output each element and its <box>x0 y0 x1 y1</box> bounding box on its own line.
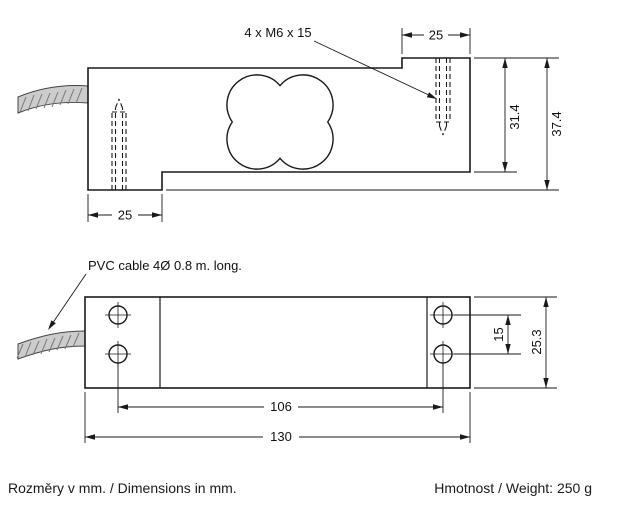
thread-hole-left <box>111 98 127 190</box>
flexure-cutout <box>226 74 334 170</box>
mount-hole-bottom-left <box>105 341 131 367</box>
mount-hole-top-left <box>105 302 131 328</box>
dim-foot-width: 25 <box>87 194 163 223</box>
cable-side <box>17 85 89 114</box>
dim-height-inner-value: 31.4 <box>507 104 522 129</box>
plan-outline <box>84 296 471 389</box>
dim-hole-pitch-value: 106 <box>270 399 292 414</box>
dim-hole-row-spacing-value: 15 <box>491 327 506 341</box>
cable-plan <box>16 330 86 360</box>
thread-callout: 4 x M6 x 15 <box>244 25 437 99</box>
dim-overall-length-value: 130 <box>270 429 292 444</box>
cable-side-hatch <box>19 87 83 113</box>
dim-height-overall-value: 37.4 <box>549 111 564 136</box>
dim-overall-length: 130 <box>84 392 471 444</box>
mount-hole-top-right <box>430 302 456 328</box>
cable-plan-hatch <box>16 332 80 359</box>
dim-body-width-value: 25.3 <box>529 329 544 354</box>
dim-height-overall: 37.4 <box>166 58 564 191</box>
cable-side-body <box>17 85 89 114</box>
dimensions-note: Rozměry v mm. / Dimensions in mm. <box>8 480 237 496</box>
plan-view: PVC cable 4Ø 0.8 m. long. 15 25.3 <box>16 258 557 444</box>
dim-block-width-value: 25 <box>429 28 443 43</box>
cable-leader-arrowhead <box>48 320 56 330</box>
cable-callout-label: PVC cable 4Ø 0.8 m. long. <box>88 258 242 273</box>
footer: Rozměry v mm. / Dimensions in mm. Hmotno… <box>0 480 620 496</box>
leader-arrowhead <box>426 92 437 99</box>
mount-hole-bottom-right <box>430 341 456 367</box>
weight-note: Hmotnost / Weight: 250 g <box>434 480 592 496</box>
dim-foot-width-value: 25 <box>118 208 132 223</box>
thread-hole-right <box>435 58 451 136</box>
dim-body-width: 25.3 <box>474 296 557 389</box>
thread-callout-label: 4 x M6 x 15 <box>244 25 311 40</box>
side-view: 4 x M6 x 15 25 31.4 <box>17 25 564 223</box>
dim-block-width: 25 <box>401 28 471 54</box>
cable-callout: PVC cable 4Ø 0.8 m. long. <box>48 258 242 330</box>
dim-height-inner: 31.4 <box>474 57 559 173</box>
dim-hole-pitch: 106 <box>117 364 444 414</box>
dim-hole-row-spacing: 15 <box>454 314 521 355</box>
